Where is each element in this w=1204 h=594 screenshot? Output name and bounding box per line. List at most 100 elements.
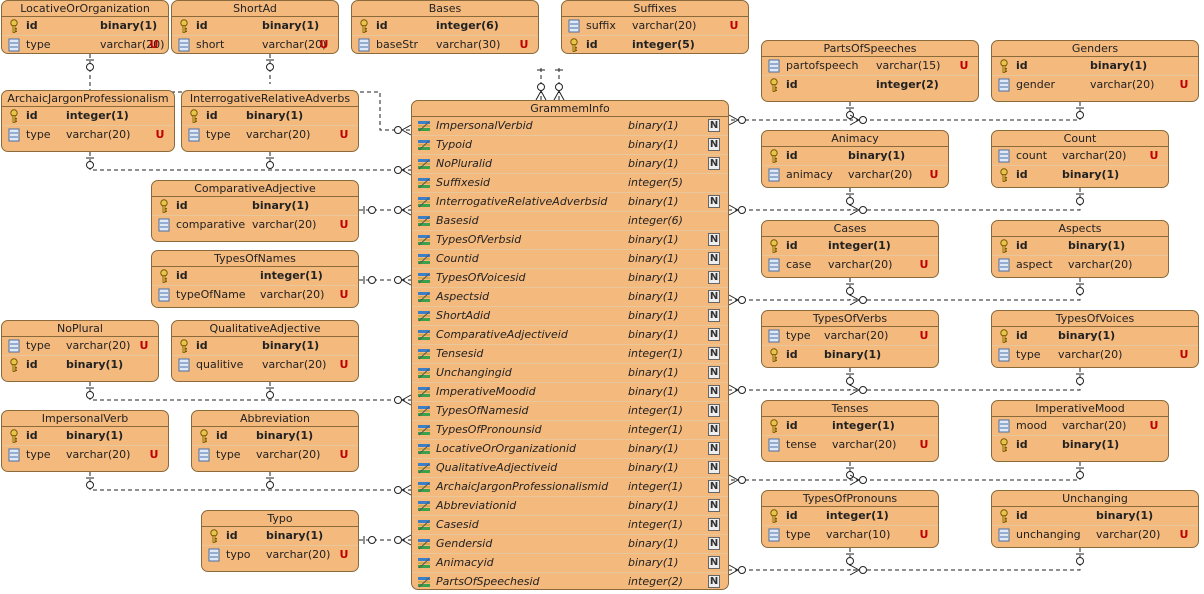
column-row[interactable]: QualitativeAdjectiveidbinary(1)N — [412, 459, 728, 478]
entity-qualitative-adjective[interactable]: QualitativeAdjectiveidbinary(1)qualitive… — [171, 320, 359, 382]
column-row[interactable]: typevarchar(20)U — [2, 337, 158, 356]
column-row[interactable]: NoPluralidbinary(1)N — [412, 155, 728, 174]
column-row[interactable]: LocativeOrOrganizationidbinary(1)N — [412, 440, 728, 459]
column-row[interactable]: comparativevarchar(20)U — [152, 216, 358, 234]
column-row[interactable]: ImpersonalVerbidbinary(1)N — [412, 117, 728, 136]
entity-short-ad[interactable]: ShortAdidbinary(1)shortvarchar(20)U — [171, 0, 339, 54]
column-row[interactable]: idinteger(1) — [762, 417, 938, 436]
column-row[interactable]: typevarchar(20)U — [182, 126, 358, 144]
column-row[interactable]: idinteger(1) — [2, 107, 174, 126]
column-row[interactable]: Countidbinary(1)N — [412, 250, 728, 269]
column-row[interactable]: gendervarchar(20)U — [992, 76, 1198, 94]
column-row[interactable]: animacyvarchar(20)U — [762, 166, 948, 184]
entity-count[interactable]: Countcountvarchar(20)Uidbinary(1) — [991, 130, 1169, 188]
column-row[interactable]: idinteger(1) — [762, 507, 938, 526]
entity-comparative-adjective[interactable]: ComparativeAdjectiveidbinary(1)comparati… — [151, 180, 359, 242]
column-row[interactable]: typovarchar(20)U — [202, 546, 358, 564]
column-row[interactable]: idbinary(1) — [2, 17, 168, 36]
entity-typo[interactable]: Typoidbinary(1)typovarchar(20)U — [201, 510, 359, 572]
column-row[interactable]: PartsOfSpeechesidinteger(2)N — [412, 573, 728, 589]
column-row[interactable]: ComparativeAdjectiveidbinary(1)N — [412, 326, 728, 345]
column-row[interactable]: idbinary(1) — [992, 327, 1198, 346]
column-row[interactable]: idbinary(1) — [992, 507, 1198, 526]
column-row[interactable]: Suffixesidinteger(5) — [412, 174, 728, 193]
column-row[interactable]: typevarchar(10)U — [762, 526, 938, 544]
column-row[interactable]: InterrogativeRelativeAdverbsidbinary(1)N — [412, 193, 728, 212]
entity-unchanging[interactable]: Unchangingidbinary(1)unchangingvarchar(2… — [991, 490, 1199, 548]
entity-types-of-verbs[interactable]: TypesOfVerbstypevarchar(20)Uidbinary(1) — [761, 310, 939, 368]
column-row[interactable]: suffixvarchar(20)U — [562, 17, 748, 36]
column-row[interactable]: partofspeechvarchar(15)U — [762, 57, 978, 76]
column-row[interactable]: ShortAdidbinary(1)N — [412, 307, 728, 326]
entity-animacy[interactable]: Animacyidbinary(1)animacyvarchar(20)U — [761, 130, 949, 188]
entity-genders[interactable]: Gendersidbinary(1)gendervarchar(20)U — [991, 40, 1199, 102]
column-row[interactable]: shortvarchar(20)U — [172, 36, 338, 53]
column-row[interactable]: idbinary(1) — [172, 17, 338, 36]
column-row[interactable]: Aspectsidbinary(1)N — [412, 288, 728, 307]
column-row[interactable]: unchangingvarchar(20)U — [992, 526, 1198, 544]
column-row[interactable]: moodvarchar(20)U — [992, 417, 1168, 436]
entity-aspects[interactable]: Aspectsidbinary(1)aspectvarchar(20) — [991, 220, 1169, 278]
column-row[interactable]: idbinary(1) — [192, 427, 358, 446]
column-row[interactable]: idinteger(2) — [762, 76, 978, 94]
column-row[interactable]: idbinary(1) — [992, 166, 1168, 184]
entity-types-of-names[interactable]: TypesOfNamesidinteger(1)typeOfNamevarcha… — [151, 250, 359, 308]
column-row[interactable]: idbinary(1) — [202, 527, 358, 546]
entity-types-of-pronouns[interactable]: TypesOfPronounsidinteger(1)typevarchar(1… — [761, 490, 939, 548]
column-row[interactable]: ImperativeMoodidbinary(1)N — [412, 383, 728, 402]
column-row[interactable]: typeOfNamevarchar(20)U — [152, 286, 358, 304]
entity-no-plural[interactable]: NoPluraltypevarchar(20)Uidbinary(1) — [1, 320, 159, 382]
column-row[interactable]: Basesidinteger(6) — [412, 212, 728, 231]
column-row[interactable]: TypesOfNamesidinteger(1)N — [412, 402, 728, 421]
entity-locative-or-organization[interactable]: LocativeOrOrganizationidbinary(1)typevar… — [1, 0, 169, 54]
column-row[interactable]: typevarchar(20)U — [992, 346, 1198, 364]
entity-impersonal-verb[interactable]: ImpersonalVerbidbinary(1)typevarchar(20)… — [1, 410, 169, 472]
entity-types-of-voices[interactable]: TypesOfVoicesidbinary(1)typevarchar(20)U — [991, 310, 1199, 368]
column-row[interactable]: tensevarchar(20)U — [762, 436, 938, 454]
column-row[interactable]: Typoidbinary(1)N — [412, 136, 728, 155]
column-row[interactable]: idinteger(5) — [562, 36, 748, 53]
column-row[interactable]: idbinary(1) — [992, 436, 1168, 454]
column-row[interactable]: TypesOfPronounsidinteger(1)N — [412, 421, 728, 440]
entity-abbreviation[interactable]: Abbreviationidbinary(1)typevarchar(20)U — [191, 410, 359, 472]
entity-cases[interactable]: Casesidinteger(1)casevarchar(20)U — [761, 220, 939, 278]
entity-parts-of-speeches[interactable]: PartsOfSpeechespartofspeechvarchar(15)Ui… — [761, 40, 979, 102]
column-row[interactable]: Gendersidbinary(1)N — [412, 535, 728, 554]
column-row[interactable]: typevarchar(20)U — [2, 446, 168, 464]
entity-imperative-mood[interactable]: ImperativeMoodmoodvarchar(20)Uidbinary(1… — [991, 400, 1169, 462]
column-row[interactable]: countvarchar(20)U — [992, 147, 1168, 166]
entity-grammem-info[interactable]: GrammemInfoImpersonalVerbidbinary(1)NTyp… — [411, 100, 729, 590]
column-row[interactable]: TypesOfVerbsidbinary(1)N — [412, 231, 728, 250]
entity-suffixes[interactable]: Suffixessuffixvarchar(20)Uidinteger(5) — [561, 0, 749, 54]
column-row[interactable]: idbinary(1) — [762, 346, 938, 364]
column-row[interactable]: idinteger(1) — [762, 237, 938, 256]
column-row[interactable]: typevarchar(20)U — [2, 36, 168, 53]
column-row[interactable]: baseStrvarchar(30)U — [352, 36, 538, 53]
column-row[interactable]: Tensesidinteger(1)N — [412, 345, 728, 364]
column-row[interactable]: idbinary(1) — [2, 427, 168, 446]
column-row[interactable]: idbinary(1) — [762, 147, 948, 166]
entity-bases[interactable]: Basesidinteger(6)baseStrvarchar(30)U — [351, 0, 539, 54]
column-row[interactable]: ArchaicJargonProfessionalismidinteger(1)… — [412, 478, 728, 497]
entity-tenses[interactable]: Tensesidinteger(1)tensevarchar(20)U — [761, 400, 939, 462]
column-row[interactable]: idbinary(1) — [182, 107, 358, 126]
column-row[interactable]: idinteger(6) — [352, 17, 538, 36]
column-row[interactable]: Abbreviationidbinary(1)N — [412, 497, 728, 516]
column-row[interactable]: idbinary(1) — [152, 197, 358, 216]
column-row[interactable]: aspectvarchar(20) — [992, 256, 1168, 274]
column-row[interactable]: idbinary(1) — [172, 337, 358, 356]
column-row[interactable]: Animacyidbinary(1)N — [412, 554, 728, 573]
column-row[interactable]: typevarchar(20)U — [2, 126, 174, 144]
column-row[interactable]: typevarchar(20)U — [762, 327, 938, 346]
column-row[interactable]: idbinary(1) — [2, 356, 158, 374]
column-row[interactable]: idbinary(1) — [992, 57, 1198, 76]
column-row[interactable]: idinteger(1) — [152, 267, 358, 286]
column-row[interactable]: idbinary(1) — [992, 237, 1168, 256]
column-row[interactable]: Casesidinteger(1)N — [412, 516, 728, 535]
entity-archaic-jargon-professionalism[interactable]: ArchaicJargonProfessionalismidinteger(1)… — [1, 90, 175, 152]
column-row[interactable]: Unchangingidbinary(1)N — [412, 364, 728, 383]
column-row[interactable]: qualitivevarchar(20)U — [172, 356, 358, 374]
entity-interrogative-relative-adverbs[interactable]: InterrogativeRelativeAdverbsidbinary(1)t… — [181, 90, 359, 152]
column-row[interactable]: casevarchar(20)U — [762, 256, 938, 274]
column-row[interactable]: TypesOfVoicesidbinary(1)N — [412, 269, 728, 288]
